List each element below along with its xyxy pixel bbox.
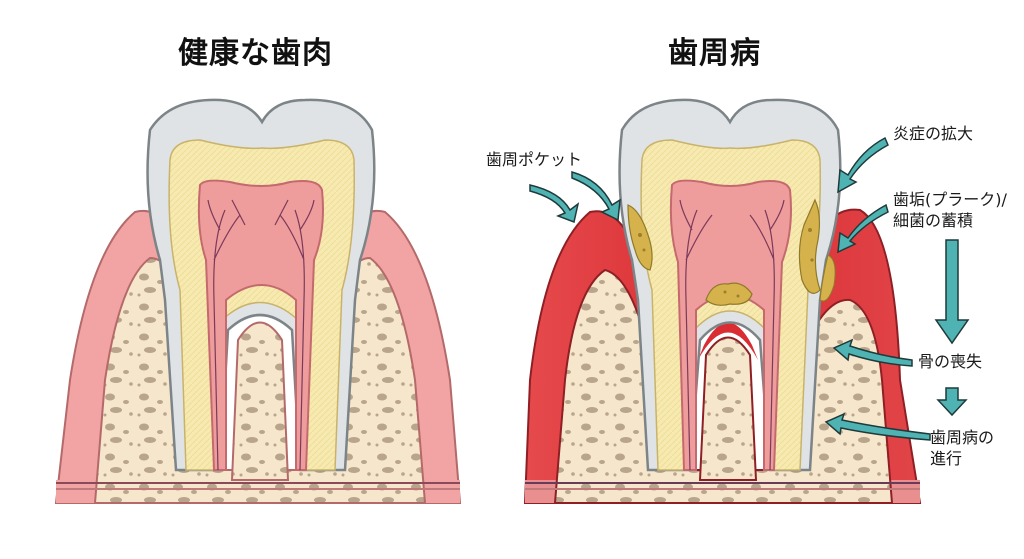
left-panel-title: 健康な歯肉 — [178, 36, 333, 71]
periodontitis-tooth-diagram — [523, 98, 922, 504]
plaque-gum-right — [819, 254, 836, 302]
label-progression-line2: 進行 — [930, 449, 963, 468]
arrow-down-large-icon — [934, 239, 970, 345]
arrow-bone-loss-icon — [832, 338, 913, 367]
arrow-inflammation-icon — [837, 136, 889, 194]
label-plaque-line1: 歯垢(プラーク)/ — [893, 190, 1007, 209]
label-progression-line1: 歯周病の — [930, 428, 995, 447]
label-plaque-line2: 細菌の蓄積 — [893, 211, 974, 230]
label-periodontal-pocket: 歯周ポケット — [486, 150, 583, 169]
annotation-arrows — [529, 136, 970, 441]
arrow-progression-icon — [824, 412, 931, 441]
arrow-down-small-icon — [936, 387, 968, 417]
healthy-pulp — [197, 179, 324, 471]
arrow-pocket-left-icon — [529, 184, 580, 224]
arrow-pocket-right-icon — [571, 171, 621, 222]
plaque-right — [798, 198, 821, 294]
label-inflammation-spread: 炎症の拡大 — [893, 124, 974, 143]
label-bone-loss: 骨の喪失 — [918, 352, 983, 371]
healthy-tooth-diagram — [54, 98, 462, 504]
plaque-furcation — [705, 282, 753, 306]
arrow-plaque-icon — [837, 203, 889, 254]
right-panel-title: 歯周病 — [668, 36, 761, 71]
plaque-left — [627, 204, 653, 271]
affected-pulp — [669, 179, 792, 471]
